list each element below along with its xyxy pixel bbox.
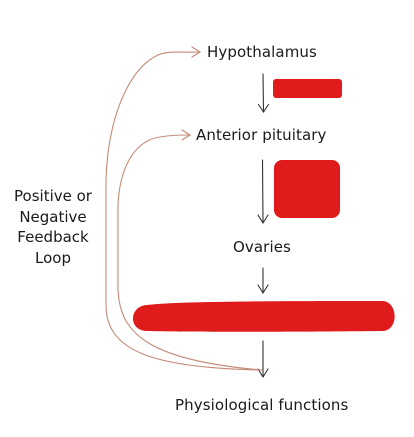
redaction-marks: [132, 79, 395, 332]
redaction-mark-small: [273, 79, 342, 98]
feedback-loop-label-line-2: Negative: [19, 207, 87, 226]
node-physiological-functions: Physiological functions: [175, 396, 349, 414]
redaction-mark-square: [274, 160, 340, 218]
feedback-arrowhead-hypothalamus: [191, 46, 202, 58]
feedback-curve-to-pituitary: [117, 134, 263, 371]
arrow-ovaries-down: [257, 267, 269, 295]
arrow-to-physiological-functions: [257, 340, 269, 379]
node-anterior-pituitary: Anterior pituitary: [196, 126, 327, 144]
feedback-curve-to-hypothalamus: [105, 51, 263, 371]
feedback-loop-label: Positive or Negative Feedback Loop: [4, 186, 102, 268]
feedback-loop-label-line-3: Feedback: [17, 228, 89, 246]
feedback-loop-label-line-4: Loop: [35, 248, 71, 267]
redaction-mark-bar: [132, 301, 395, 332]
feedback-loop-arrows: [105, 46, 263, 371]
feedback-arrowhead-pituitary: [181, 129, 192, 141]
arrow-pituitary-to-ovaries: [257, 159, 269, 225]
node-ovaries: Ovaries: [233, 238, 291, 256]
feedback-loop-label-line-1: Positive or: [14, 187, 92, 205]
node-hypothalamus: Hypothalamus: [207, 43, 317, 61]
arrow-hypothalamus-to-pituitary: [257, 73, 270, 113]
